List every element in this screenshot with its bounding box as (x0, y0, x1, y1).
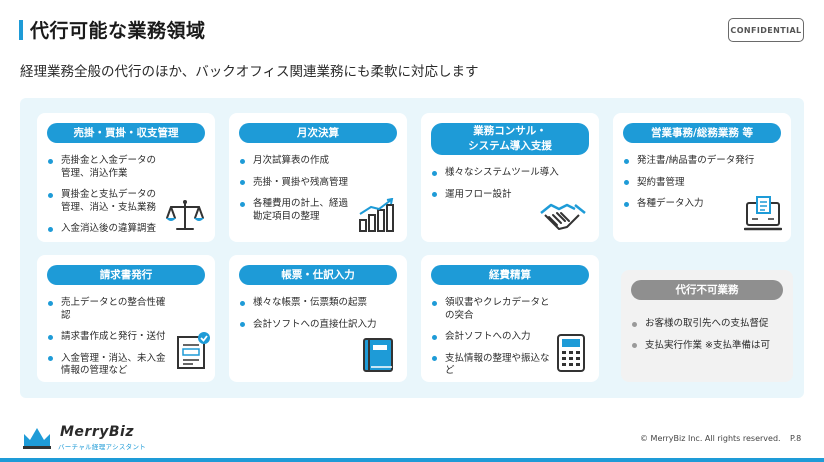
bar-chart-icon (359, 198, 394, 232)
list-item: 入金消込後の違算調査 (47, 223, 163, 236)
list-item: 入金管理・消込、未入金情報の管理など (47, 353, 171, 378)
list-item: 請求書作成と発行・送付 (47, 331, 171, 344)
page-number: P.8 (790, 434, 802, 443)
list-item: 発注書/納品書のデータ発行 (623, 155, 783, 168)
list-item: 買掛金と支払データの管理、消込・支払業務 (47, 189, 163, 214)
card-list: 領収書やクレカデータとの突合 会計ソフトへの入力 支払情報の整理や振込など (431, 297, 555, 387)
list-item: 売掛・買掛や残高管理 (239, 177, 357, 190)
card-bookkeeping: 帳票・仕訳入力 様々な帳票・伝票類の起票 会計ソフトへの直接仕訳入力 (229, 255, 407, 382)
copyright: © MerryBiz Inc. All rights reserved. (640, 434, 781, 443)
card-title: 経費精算 (431, 265, 589, 285)
page-subtitle: 経理業務全般の代行のほか、バックオフィス関連業務にも柔軟に対応します (20, 64, 479, 80)
card-title: 帳票・仕訳入力 (239, 265, 397, 285)
card-list: 月次試算表の作成 売掛・買掛や残高管理 各種費用の計上、経過勘定項目の整理 (239, 155, 357, 232)
list-item: 領収書やクレカデータとの突合 (431, 297, 555, 322)
card-title: 月次決算 (239, 123, 397, 143)
invoice-icon (177, 332, 210, 369)
scales-icon (166, 200, 204, 230)
list-item: 会計ソフトへの直接仕訳入力 (239, 319, 399, 332)
list-item: 契約書管理 (623, 177, 783, 190)
card-sales-admin: 営業事務/総務業務 等 発注書/納品書のデータ発行 契約書管理 各種データ入力 (613, 113, 791, 242)
card-list: 売上データとの整合性確認 請求書作成と発行・送付 入金管理・消込、未入金情報の管… (47, 297, 171, 387)
card-title: 売掛・買掛・収支管理 (47, 123, 205, 143)
list-item: 各種データ入力 (623, 198, 783, 211)
list-item: 様々なシステムツール導入 (431, 167, 591, 180)
card-list: 様々なシステムツール導入 運用フロー設計 (431, 167, 591, 210)
card-invoicing: 請求書発行 売上データとの整合性確認 請求書作成と発行・送付 入金管理・消込、未… (37, 255, 215, 382)
card-receivables: 売掛・買掛・収支管理 売掛金と入金データの管理、消込作業 買掛金と支払データの管… (37, 113, 215, 242)
computer-icon (744, 196, 782, 231)
merrybiz-logo-icon (23, 428, 51, 449)
card-title: 請求書発行 (47, 265, 205, 285)
logo-wordmark: MerryBiz (60, 424, 134, 440)
card-not-available: 代行不可業務 お客様の取引先への支払督促 支払実行作業 ※支払準備は可 (621, 270, 793, 382)
card-list: 発注書/納品書のデータ発行 契約書管理 各種データ入力 (623, 155, 783, 220)
logo-tagline: バーチャル経理アシスタント (58, 443, 147, 451)
card-expense: 経費精算 領収書やクレカデータとの突合 会計ソフトへの入力 支払情報の整理や振込… (421, 255, 599, 382)
card-title: 営業事務/総務業務 等 (623, 123, 781, 143)
list-item: 支払実行作業 ※支払準備は可 (631, 340, 785, 353)
card-title: 代行不可業務 (631, 280, 783, 300)
service-panel: 売掛・買掛・収支管理 売掛金と入金データの管理、消込作業 買掛金と支払データの管… (20, 98, 804, 398)
card-list: お客様の取引先への支払督促 支払実行作業 ※支払準備は可 (631, 318, 785, 361)
confidential-badge: CONFIDENTIAL (728, 18, 804, 42)
ledger-book-icon (363, 338, 393, 372)
list-item: 各種費用の計上、経過勘定項目の整理 (239, 198, 357, 223)
list-item: 売上データとの整合性確認 (47, 297, 171, 322)
list-item: 月次試算表の作成 (239, 155, 357, 168)
card-list: 様々な帳票・伝票類の起票 会計ソフトへの直接仕訳入力 (239, 297, 399, 340)
list-item: 支払情報の整理や振込など (431, 353, 555, 378)
list-item: 様々な帳票・伝票類の起票 (239, 297, 399, 310)
page-title: 代行可能な業務領域 (30, 20, 206, 42)
bottom-accent-line (0, 458, 824, 462)
card-list: 売掛金と入金データの管理、消込作業 買掛金と支払データの管理、消込・支払業務 入… (47, 155, 163, 245)
card-monthly-closing: 月次決算 月次試算表の作成 売掛・買掛や残高管理 各種費用の計上、経過勘定項目の… (229, 113, 407, 242)
list-item: 会計ソフトへの入力 (431, 331, 555, 344)
list-item: 売掛金と入金データの管理、消込作業 (47, 155, 163, 180)
handshake-icon (540, 203, 586, 230)
card-title: 業務コンサル・ システム導入支援 (431, 123, 589, 155)
calculator-icon (557, 334, 585, 372)
list-item: 運用フロー設計 (431, 189, 591, 202)
card-consulting: 業務コンサル・ システム導入支援 様々なシステムツール導入 運用フロー設計 (421, 113, 599, 242)
list-item: お客様の取引先への支払督促 (631, 318, 785, 331)
title-accent-bar (19, 20, 23, 40)
